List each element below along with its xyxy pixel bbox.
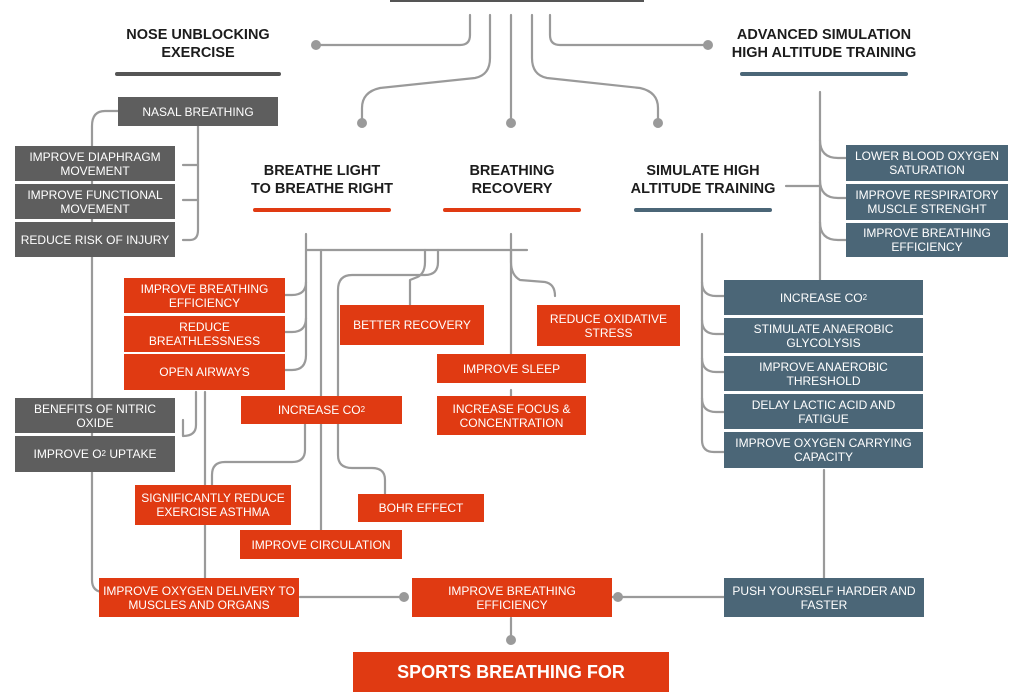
- heading-simulate-altitude: SIMULATE HIGH ALTITUDE TRAINING: [616, 162, 790, 212]
- link-hub-nose: [314, 13, 472, 47]
- box-anaerobic-threshold: IMPROVE ANAEROBIC THRESHOLD: [724, 356, 923, 391]
- box-push-harder: PUSH YOURSELF HARDER AND FASTER: [724, 578, 924, 617]
- subscript: 2: [862, 292, 868, 302]
- box-reduce-oxidative: REDUCE OXIDATIVE STRESS: [537, 305, 680, 346]
- heading-line: ALTITUDE TRAINING: [630, 181, 776, 197]
- text-part: IMPROVE O: [33, 447, 102, 461]
- heading-line: BREATHING: [469, 163, 555, 179]
- link-hub-altitude: [530, 13, 660, 125]
- box-oxygen-carrying: IMPROVE OXYGEN CARRYING CAPACITY: [724, 432, 923, 468]
- connector-lines: [16, 13, 850, 645]
- heading-breathe-light: BREATHE LIGHT TO BREATHE RIGHT: [232, 162, 412, 212]
- text-part: UPTAKE: [106, 447, 157, 461]
- subscript: 2: [101, 449, 106, 458]
- heading-line: RECOVERY: [471, 181, 553, 197]
- link-hub-advanced: [548, 13, 710, 47]
- heading-line: ADVANCED SIMULATION: [736, 27, 912, 43]
- box-functional-movement: IMPROVE FUNCTIONAL MOVEMENT: [15, 184, 175, 219]
- heading-line: EXERCISE: [161, 45, 235, 61]
- box-improve-sleep: IMPROVE SLEEP: [437, 354, 586, 383]
- box-light-efficiency: IMPROVE BREATHING EFFICIENCY: [124, 278, 285, 313]
- box-respiratory-muscle: IMPROVE RESPIRATORY MUSCLE STRENGHT: [846, 184, 1008, 220]
- box-nasal-breathing: NASAL BREATHING: [118, 97, 278, 126]
- subscript: 2: [360, 405, 366, 414]
- heading-breathing-recovery: BREATHING RECOVERY: [430, 162, 594, 212]
- box-nitric-oxide: BENEFITS OF NITRIC OXIDE: [15, 398, 175, 433]
- top-hub-bar: [390, 0, 644, 2]
- box-bottom-efficiency: IMPROVE BREATHING EFFICIENCY: [412, 578, 612, 617]
- link-nose-spine: [181, 124, 200, 242]
- heading-line: NOSE UNBLOCKING: [126, 27, 270, 43]
- box-open-airways: OPEN AIRWAYS: [124, 354, 285, 390]
- box-bohr-effect: BOHR EFFECT: [358, 494, 484, 522]
- box-anaerobic-glycolysis: STIMULATE ANAEROBIC GLYCOLYSIS: [724, 318, 923, 353]
- box-advanced-efficiency: IMPROVE BREATHING EFFICIENCY: [846, 223, 1008, 257]
- box-reduce-asthma: SIGNIFICANTLY REDUCE EXERCISE ASTHMA: [135, 485, 291, 525]
- heading-line: SIMULATE HIGH: [646, 163, 760, 179]
- box-improve-circulation: IMPROVE CIRCULATION: [240, 530, 402, 559]
- box-reduce-injury: REDUCE RISK OF INJURY: [15, 222, 175, 257]
- box-better-recovery: BETTER RECOVERY: [340, 305, 484, 345]
- link-hub-light: [360, 13, 492, 125]
- box-delay-lactic: DELAY LACTIC ACID AND FATIGUE: [724, 394, 923, 429]
- heading-line: BREATHE LIGHT: [263, 163, 381, 179]
- box-increase-focus: INCREASE FOCUS & CONCENTRATION: [437, 396, 586, 435]
- heading-line: TO BREATHE RIGHT: [250, 181, 394, 197]
- box-improve-diaphragm: IMPROVE DIAPHRAGM MOVEMENT: [15, 146, 175, 181]
- text-part: INCREASE CO: [779, 290, 863, 305]
- link-light-bar: [304, 232, 529, 252]
- heading-line: HIGH ALTITUDE TRAINING: [731, 45, 917, 61]
- bottom-title-banner: SPORTS BREATHING FOR: [353, 652, 669, 692]
- box-reduce-breathlessness: REDUCE BREATHLESSNESS: [124, 316, 285, 352]
- box-lower-blood-oxygen: LOWER BLOOD OXYGEN SATURATION: [846, 145, 1008, 181]
- box-oxygen-delivery: IMPROVE OXYGEN DELIVERY TO MUSCLES AND O…: [99, 578, 299, 617]
- heading-advanced-simulation: ADVANCED SIMULATION HIGH ALTITUDE TRAINI…: [714, 26, 934, 76]
- text-part: INCREASE CO: [277, 403, 361, 417]
- heading-nose-unblocking: NOSE UNBLOCKING EXERCISE: [103, 26, 293, 76]
- link-altitude-spine: [700, 232, 726, 454]
